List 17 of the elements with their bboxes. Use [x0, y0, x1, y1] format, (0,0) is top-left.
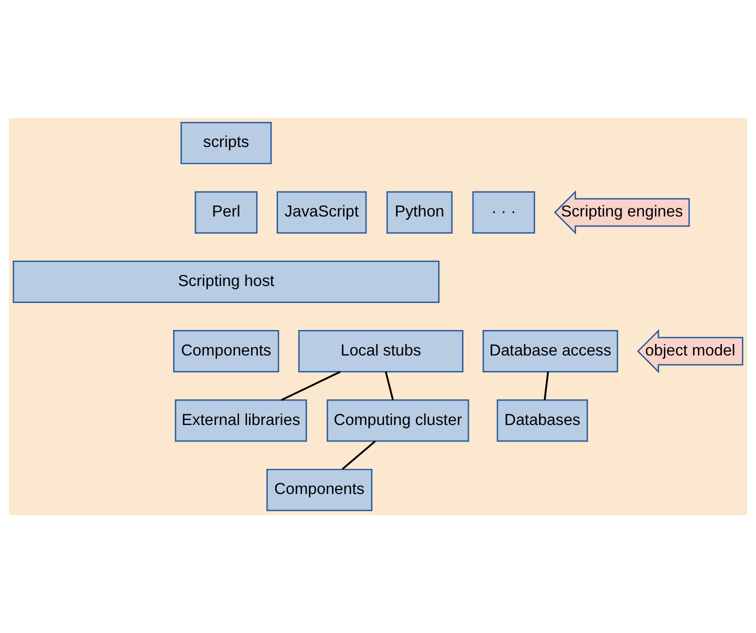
node-box: Computing cluster: [326, 399, 470, 442]
connector: [544, 372, 549, 400]
node-box: External libraries: [174, 399, 308, 442]
connector: [384, 372, 394, 400]
connector: [342, 440, 376, 470]
node-box: JavaScript: [276, 191, 367, 234]
node-box: Scripting host: [12, 260, 440, 303]
node-box: Python: [386, 191, 453, 234]
connector: [280, 370, 341, 401]
node-box: Database access: [482, 330, 618, 372]
node-box: Perl: [194, 191, 258, 234]
node-box: Components: [173, 330, 280, 372]
node-box: Local stubs: [298, 330, 464, 372]
node-box: scripts: [180, 122, 272, 164]
node-box: · · ·: [472, 191, 536, 234]
node-box: Databases: [496, 399, 588, 442]
node-box: Components: [266, 468, 372, 512]
